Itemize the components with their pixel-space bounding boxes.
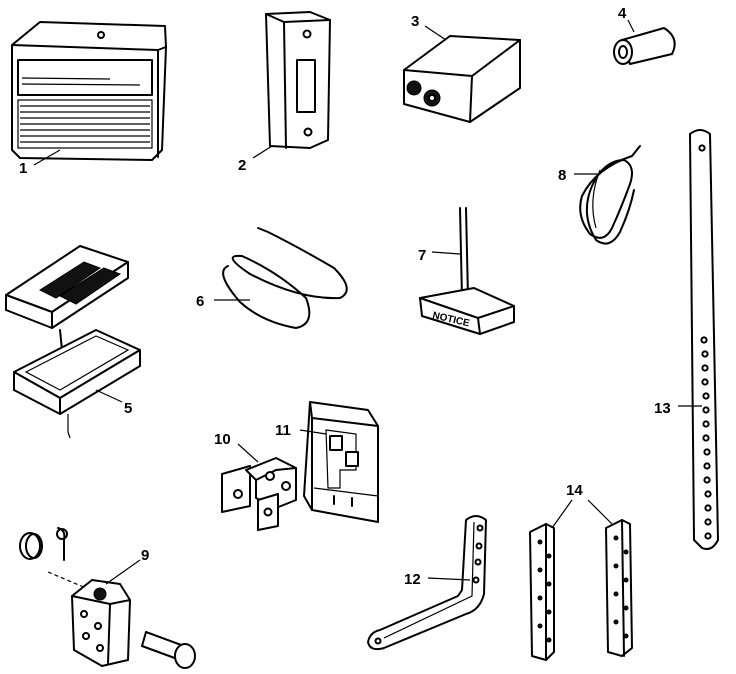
callout-14: 14 <box>566 482 583 499</box>
callout-9: 9 <box>141 547 149 564</box>
callout-4: 4 <box>618 5 627 22</box>
part-3-battery[interactable]: 3 <box>403 13 521 123</box>
callout-5: 5 <box>124 400 132 417</box>
part-11-mounting-plate[interactable]: 11 <box>275 401 379 523</box>
part-6-wire-hanger[interactable]: 6 <box>196 227 348 329</box>
part-12-door-arm[interactable]: 12 <box>367 515 487 651</box>
callout-8: 8 <box>558 167 566 184</box>
part-1-control-console[interactable]: 1 <box>11 21 167 177</box>
part-7-notice-sign[interactable]: NOTICE 7 <box>418 207 515 335</box>
part-8-wire-coil[interactable]: 8 <box>558 145 641 245</box>
callout-7: 7 <box>418 247 426 264</box>
part-4-cell-battery[interactable]: 4 <box>613 5 676 65</box>
callout-11: 11 <box>275 422 291 439</box>
part-13-strap[interactable]: 13 <box>654 129 719 550</box>
callout-2: 2 <box>238 157 246 174</box>
console-grille <box>20 105 150 143</box>
part-14-angle-rails[interactable]: 14 <box>529 482 633 661</box>
callout-13: 13 <box>654 400 671 417</box>
callout-10: 10 <box>214 431 231 448</box>
part-2-push-button[interactable]: 2 <box>238 11 331 174</box>
part-5-remote-and-visor-clip[interactable]: 5 <box>5 245 141 439</box>
callout-12: 12 <box>404 571 421 588</box>
callout-1: 1 <box>19 160 27 177</box>
callout-6: 6 <box>196 293 204 310</box>
part-9-door-bracket[interactable]: 9 <box>19 527 196 669</box>
callout-3: 3 <box>411 13 419 30</box>
part-10-bracket-pair[interactable]: 10 <box>214 431 297 531</box>
